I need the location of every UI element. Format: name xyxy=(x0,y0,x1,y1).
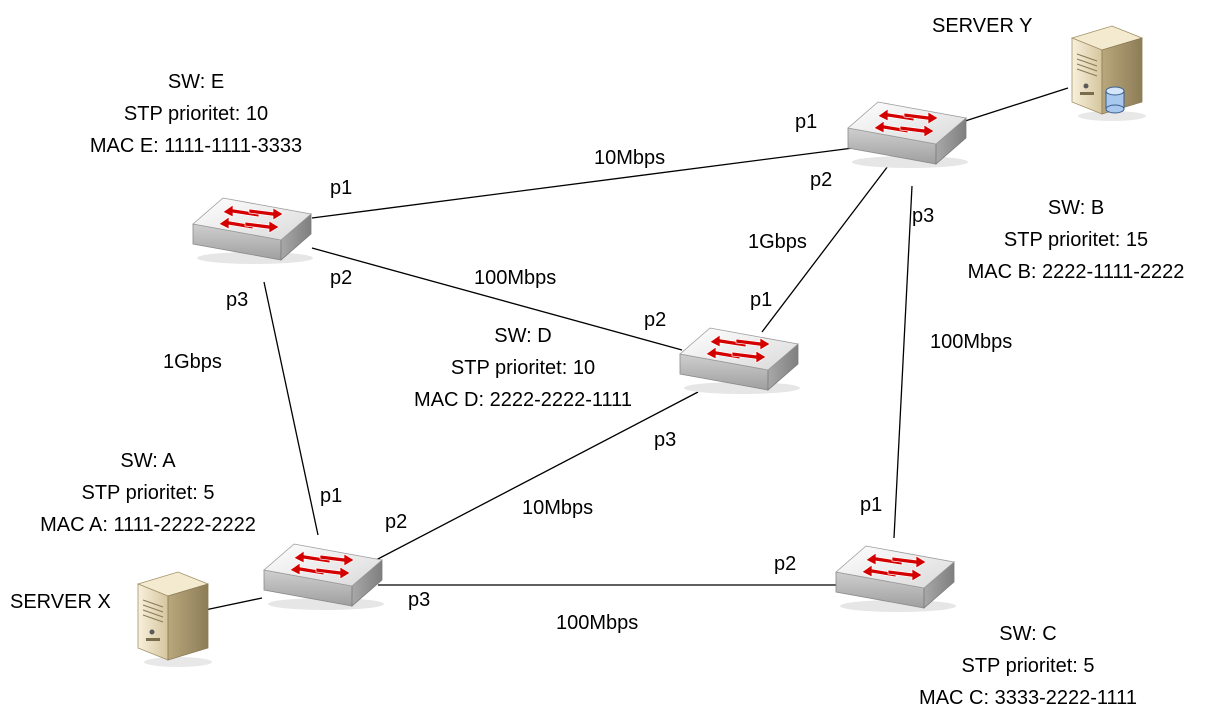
link-a-d-label: 10Mbps xyxy=(522,497,593,519)
server-x-icon xyxy=(137,571,213,668)
database-icon xyxy=(1105,86,1125,114)
port-d-p1: p1 xyxy=(750,289,772,311)
link-a-c-label: 100Mbps xyxy=(556,612,638,634)
switch-b-name: SW: B xyxy=(1048,197,1104,219)
port-e-p3: p3 xyxy=(226,289,248,311)
links xyxy=(204,87,1069,611)
link-d-b-label: 1Gbps xyxy=(748,231,807,253)
switch-c-icon xyxy=(835,545,957,613)
port-e-p2: p2 xyxy=(330,267,352,289)
switch-e-name: SW: E xyxy=(168,71,224,93)
port-d-p3: p3 xyxy=(654,429,676,451)
switch-a-info: SW: A STP prioritet: 5 MAC A: 1111-2222-… xyxy=(40,450,256,536)
port-b-p2: p2 xyxy=(810,169,832,191)
switch-d-priority: STP prioritet: 10 xyxy=(451,357,595,379)
switch-e-priority: STP prioritet: 10 xyxy=(124,103,268,125)
port-e-p1: p1 xyxy=(330,177,352,199)
port-b-p3: p3 xyxy=(912,205,934,227)
link-e-a xyxy=(263,281,319,536)
switch-e-icon xyxy=(192,197,314,265)
switch-a-priority: STP prioritet: 5 xyxy=(81,482,214,504)
switch-c-name: SW: C xyxy=(999,623,1056,645)
port-a-p3: p3 xyxy=(408,589,430,611)
switch-d-info: SW: D STP prioritet: 10 MAC D: 2222-2222… xyxy=(414,325,632,411)
switch-e-info: SW: E STP prioritet: 10 MAC E: 1111-1111… xyxy=(90,71,302,157)
switch-b-priority: STP prioritet: 15 xyxy=(1004,229,1148,251)
port-b-p1: p1 xyxy=(795,111,817,133)
link-e-d-label: 100Mbps xyxy=(474,267,556,289)
link-e-b-label: 10Mbps xyxy=(594,147,665,169)
port-d-p2: p2 xyxy=(644,309,666,331)
switch-b-info: SW: B STP prioritet: 15 MAC B: 2222-1111… xyxy=(968,197,1185,283)
port-c-p1: p1 xyxy=(860,494,882,516)
switch-d-mac: MAC D: 2222-2222-1111 xyxy=(414,389,632,411)
link-e-a-label: 1Gbps xyxy=(163,351,222,373)
link-e-b xyxy=(311,147,854,219)
link-b-c xyxy=(893,185,913,539)
link-d-b xyxy=(761,165,889,333)
server-x-label: SERVER X xyxy=(10,591,111,613)
link-a-server-x xyxy=(204,597,263,611)
port-a-p2: p2 xyxy=(385,511,407,533)
link-b-server-y xyxy=(961,87,1069,123)
switch-a-icon xyxy=(263,543,385,611)
link-e-d xyxy=(311,247,683,351)
switch-b-mac: MAC B: 2222-1111-2222 xyxy=(968,261,1185,283)
link-a-d xyxy=(375,391,699,561)
port-c-p2: p2 xyxy=(774,553,796,575)
server-y-label: SERVER Y xyxy=(932,15,1032,37)
switch-c-mac: MAC C: 3333-2222-1111 xyxy=(919,687,1137,708)
switch-d-name: SW: D xyxy=(494,325,551,347)
link-b-c-label: 100Mbps xyxy=(930,331,1012,353)
switch-a-mac: MAC A: 1111-2222-2222 xyxy=(40,514,256,536)
port-a-p1: p1 xyxy=(320,485,342,507)
switch-e-mac: MAC E: 1111-1111-3333 xyxy=(90,135,302,157)
switch-c-info: SW: C STP prioritet: 5 MAC C: 3333-2222-… xyxy=(919,623,1137,708)
switch-b-icon xyxy=(847,101,969,169)
switch-d-icon xyxy=(679,327,801,395)
switch-a-name: SW: A xyxy=(120,450,176,472)
switch-c-priority: STP prioritet: 5 xyxy=(961,655,1094,677)
